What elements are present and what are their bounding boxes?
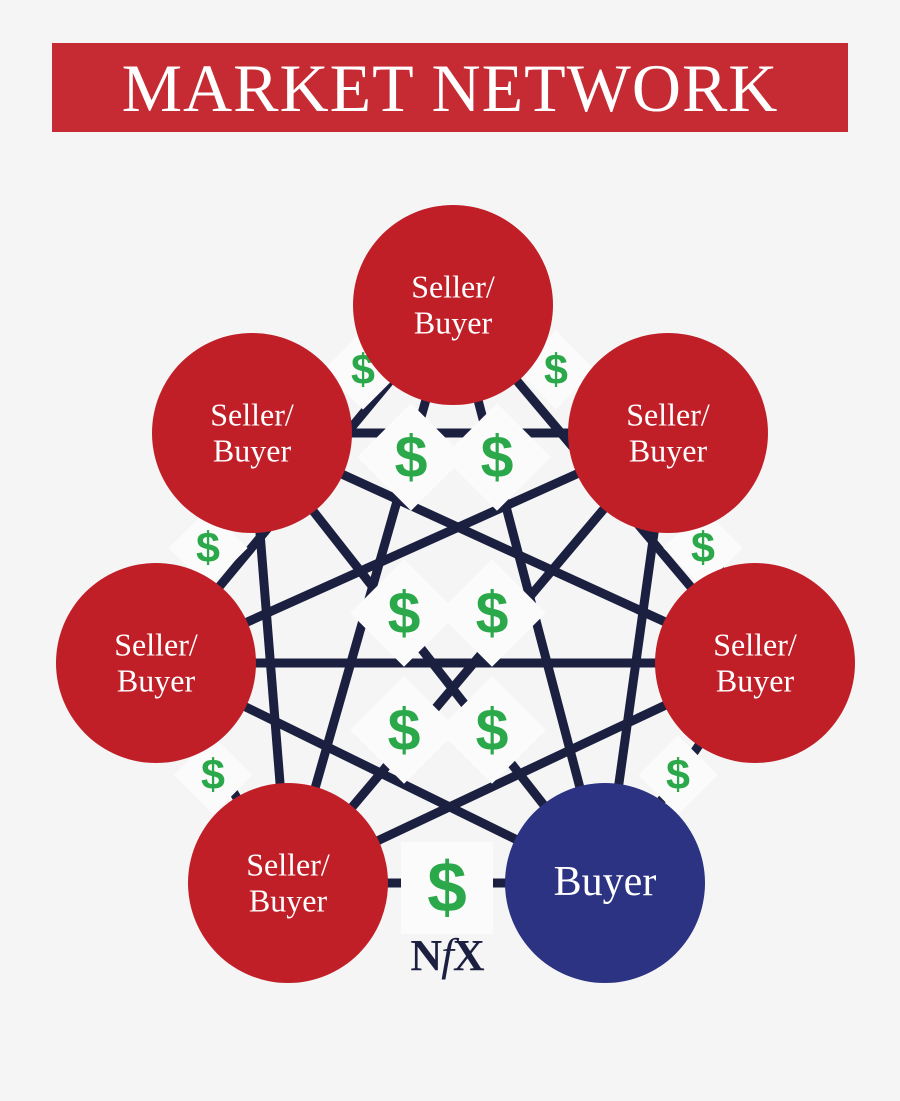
money-badge-bg [443,403,551,511]
money-badge-bg [638,735,718,815]
node-label-line1: Seller/ [114,626,198,663]
node-label-line2: Buyer [212,433,292,469]
money-symbol: $ [476,580,509,646]
nfx-logo-f: f [441,929,454,980]
money-symbol: $ [201,751,225,799]
money-symbol: $ [691,524,715,572]
money-badge-bg [357,403,465,511]
money-badge-bg [438,676,546,784]
network-node-n0[interactable] [353,205,553,405]
node-label-line1: Seller/ [210,396,294,433]
node-label-line2: Buyer [413,305,493,341]
money-symbol: $ [481,424,514,490]
money-symbol: $ [544,346,568,394]
page-title: MARKET NETWORK [121,49,779,126]
nfx-logo-n: N [410,931,442,980]
node-label-n0: Seller/Buyer [411,269,495,342]
money-symbol: $ [476,697,509,763]
money-badge: $ [438,559,546,667]
node-label-line2: Buyer [248,883,328,919]
network-node-n5[interactable] [56,563,256,763]
money-symbol: $ [395,424,428,490]
network-node-n1[interactable] [568,333,768,533]
network-svg: $$$$$$$$$$$$$ [56,205,855,983]
node-label-n3: Buyer [554,859,657,907]
node-label-line1: Buyer [553,859,657,906]
money-badge: $ [638,735,718,815]
network-node-n4[interactable] [188,783,388,983]
network-node-n6[interactable] [152,333,352,533]
money-badge: $ [443,403,551,511]
node-label-line2: Buyer [628,433,708,469]
node-label-line1: Seller/ [713,626,797,663]
title-banner: MARKET NETWORK [52,43,848,132]
nodes-layer [56,205,855,983]
money-badge-bg [350,676,458,784]
money-badge: $ [438,676,546,784]
money-badge: $ [350,676,458,784]
money-badge-bg [438,559,546,667]
nfx-logo: NfX [410,929,485,980]
money-badge-bg [401,842,493,934]
node-label-n6: Seller/Buyer [210,397,294,470]
money-symbol: $ [196,524,220,572]
node-label-n5: Seller/Buyer [114,627,198,700]
network-node-n2[interactable] [655,563,855,763]
node-label-line1: Seller/ [626,396,710,433]
node-label-n2: Seller/Buyer [713,627,797,700]
nfx-logo-x: X [452,931,485,980]
money-badge: $ [357,403,465,511]
money-symbol: $ [388,580,421,646]
network-node-n3[interactable] [505,783,705,983]
money-badge-bg [350,559,458,667]
node-label-line2: Buyer [116,663,196,699]
money-badge: $ [350,559,458,667]
money-symbol: $ [427,849,467,928]
money-symbol: $ [388,697,421,763]
node-label-line1: Seller/ [411,268,495,305]
money-symbol: $ [666,751,690,799]
node-label-line1: Seller/ [246,846,330,883]
node-label-n4: Seller/Buyer [246,847,330,920]
node-label-line2: Buyer [715,663,795,699]
money-badge: $ [401,842,493,934]
node-label-n1: Seller/Buyer [626,397,710,470]
